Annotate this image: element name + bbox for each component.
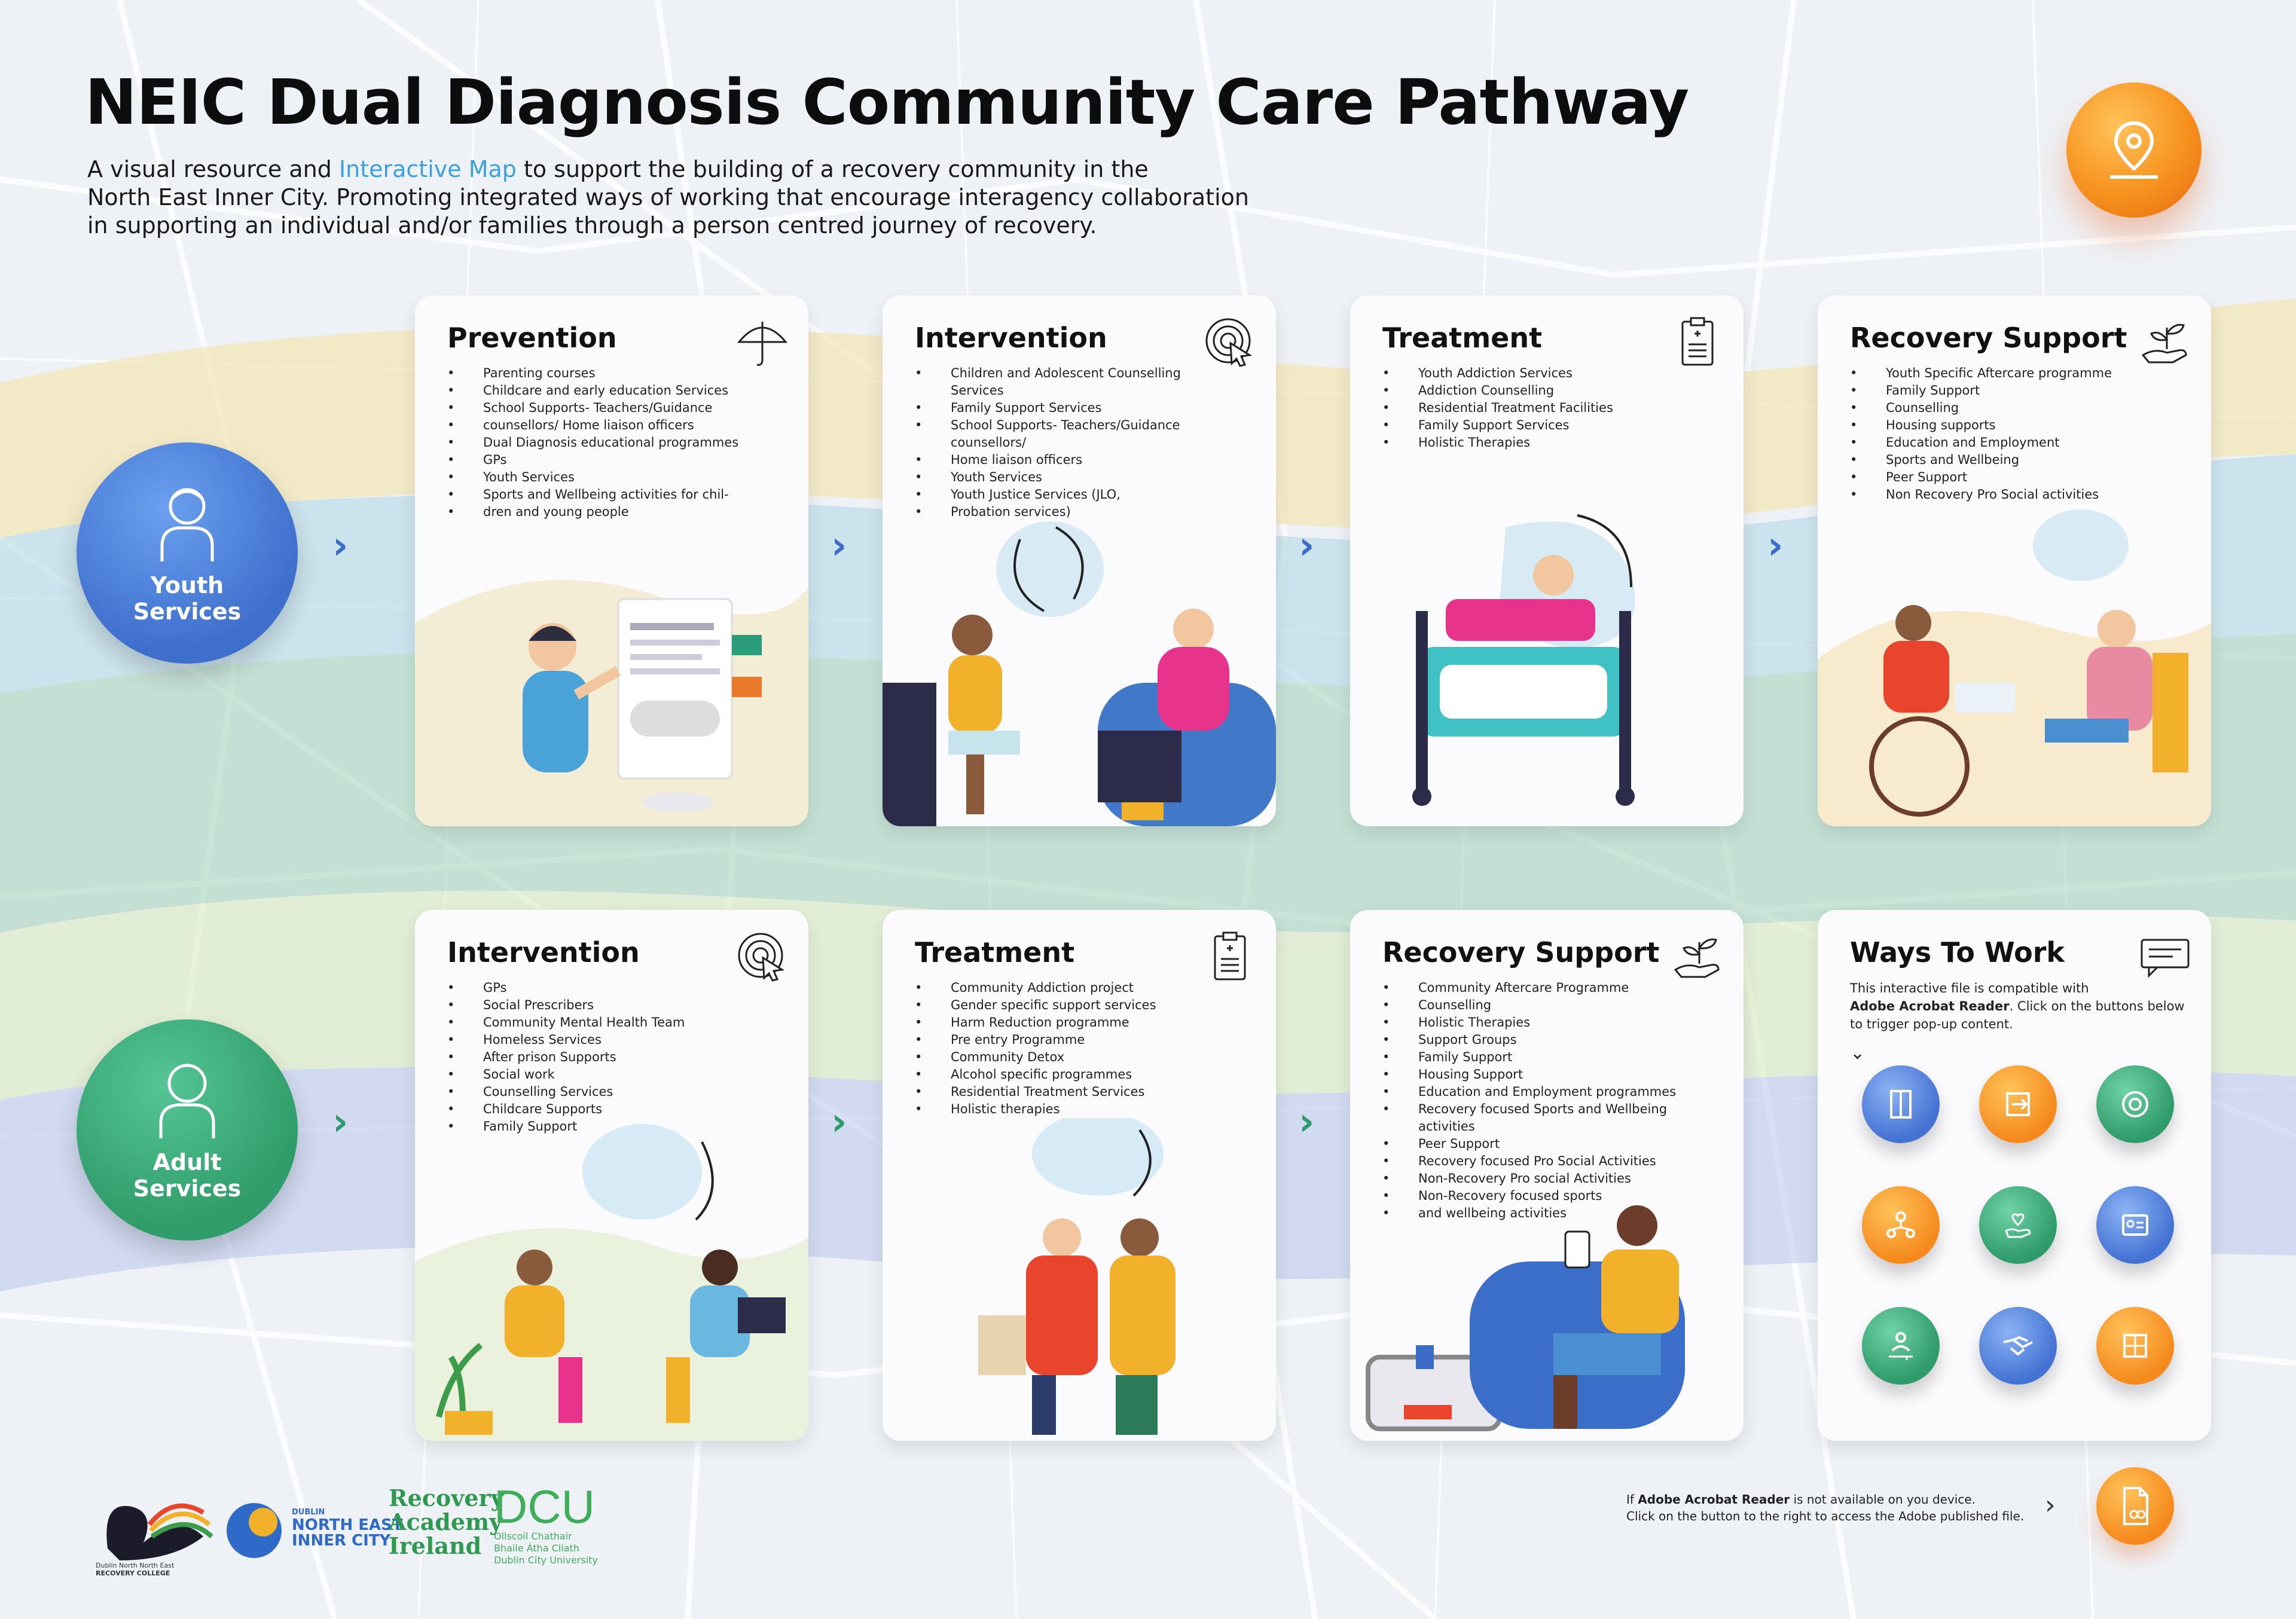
page-title: NEIC Dual Diagnosis Community Care Pathw…	[85, 66, 1689, 139]
interactive-map-link[interactable]: Interactive Map	[338, 156, 517, 182]
illustration-two-friends	[978, 1118, 1176, 1435]
clipboard-icon	[1214, 931, 1246, 980]
card-title: Treatment	[1382, 322, 1543, 354]
chevron-right-icon: ›	[831, 1100, 847, 1144]
network-icon	[1886, 1211, 1915, 1238]
ways-button-id-card[interactable]	[2096, 1186, 2174, 1264]
door-icon	[1890, 1090, 1912, 1119]
logo-recovery-college-caption: Dublin North North East RECOVERY COLLEGE	[96, 1562, 175, 1577]
puzzle-icon	[2123, 1334, 2147, 1358]
card-youth-intervention[interactable]: Intervention Children and Adolescent Cou…	[883, 295, 1276, 826]
card-youth-prevention[interactable]: Prevention Parenting courses Childcare a…	[415, 295, 808, 826]
subtitle-line-2: North East Inner City. Promoting integra…	[87, 184, 1249, 210]
card-ways-to-work[interactable]: Ways To Work This interactive file is co…	[1818, 910, 2211, 1441]
ways-button-person-key[interactable]	[1862, 1307, 1940, 1385]
subtitle-line-3: in supporting an individual and/or famil…	[87, 212, 1097, 239]
target-icon	[738, 933, 785, 982]
card-youth-recovery-support[interactable]: Recovery Support Youth Specific Aftercar…	[1818, 295, 2211, 826]
illustration-presenter	[415, 580, 808, 826]
open-pdf-button[interactable]	[2096, 1467, 2174, 1545]
chevron-right-icon: ›	[831, 524, 847, 568]
person-key-icon	[1889, 1332, 1913, 1360]
chevron-right-icon: ›	[1299, 1100, 1315, 1144]
card-adult-treatment[interactable]: Treatment Community Addiction project Ge…	[883, 910, 1276, 1441]
plant-hand-icon	[2141, 323, 2187, 363]
chevron-right-icon: ›	[2045, 1490, 2056, 1520]
chevron-down-icon: ⌄	[1850, 1043, 1866, 1064]
chevron-right-icon: ›	[1299, 524, 1315, 568]
card-youth-treatment[interactable]: Treatment Youth Addiction Services Addic…	[1350, 295, 1744, 826]
card-title: Intervention	[447, 936, 640, 969]
card-title: Recovery Support	[1382, 936, 1660, 969]
heart-hand-icon	[2005, 1213, 2031, 1238]
card-title: Ways To Work	[1850, 936, 2065, 969]
subtitle-text: A visual resource and	[87, 156, 339, 182]
card-title: Prevention	[447, 322, 617, 354]
illustration-wheelchair-meeting	[1818, 509, 2211, 826]
lifebuoy-icon	[2122, 1091, 2148, 1117]
map-pin-icon	[2110, 121, 2158, 179]
acrobat-note: If Adobe Acrobat Reader is not available…	[1626, 1492, 2025, 1523]
swan-logo	[106, 1505, 203, 1560]
service-list: Community Addiction project Gender speci…	[915, 979, 1226, 1118]
interactive-map-button[interactable]	[2066, 83, 2202, 218]
youth-services-label: Youth Services	[133, 572, 242, 625]
target-icon	[1205, 318, 1253, 367]
id-card-icon	[2122, 1214, 2148, 1236]
chevron-right-icon: ›	[332, 524, 349, 568]
logo-dcu: DCU Ollscoil Chathair Bhaile Átha Cliath…	[494, 1480, 598, 1566]
ways-button-heart-hand[interactable]	[1979, 1186, 2057, 1264]
service-list: Youth Addiction Services Addiction Couns…	[1382, 365, 1693, 451]
card-title: Recovery Support	[1850, 322, 2127, 354]
adult-services-label: Adult Services	[133, 1149, 242, 1202]
ways-button-handshake[interactable]	[1979, 1307, 2057, 1385]
clipboard-icon	[1681, 317, 1714, 366]
subtitle-text: to support the building of a recovery co…	[516, 156, 1149, 182]
partner-logos	[106, 1503, 282, 1560]
card-title: Treatment	[915, 936, 1075, 969]
service-list: GPs Social Prescribers Community Mental …	[447, 979, 758, 1135]
adult-services-button[interactable]: Adult Services	[77, 1019, 298, 1241]
service-list: Children and Adolescent Counselling Serv…	[915, 365, 1226, 521]
pdf-file-icon	[2123, 1487, 2148, 1525]
illustration-hospital-bed	[1412, 514, 1635, 806]
exit-icon	[2006, 1092, 2030, 1116]
ways-description: This interactive file is compatible with…	[1850, 981, 2185, 1031]
youth-person-icon	[160, 488, 214, 561]
card-title: Intervention	[915, 322, 1107, 354]
chevron-right-icon: ›	[1767, 524, 1784, 568]
service-list: Youth Specific Aftercare programme Famil…	[1850, 365, 2161, 503]
ways-button-exit[interactable]	[1979, 1065, 2057, 1143]
umbrella-icon	[737, 322, 788, 366]
page-subtitle: A visual resource and Interactive Map to…	[87, 155, 1373, 240]
illustration-armchair-relax	[1366, 1205, 1685, 1431]
ways-button-lifebuoy[interactable]	[2096, 1065, 2174, 1143]
plant-hand-icon	[1674, 938, 1720, 978]
adult-person-icon	[159, 1064, 215, 1138]
chevron-right-icon: ›	[332, 1100, 349, 1144]
card-adult-intervention[interactable]: Intervention GPs Social Prescribers Comm…	[415, 910, 808, 1441]
card-adult-recovery-support[interactable]: Recovery Support Community Aftercare Pro…	[1350, 910, 1744, 1441]
chat-icon	[2141, 939, 2190, 978]
logo-recovery-academy-ireland: Recovery Academy Ireland	[389, 1484, 504, 1559]
ways-button-network[interactable]	[1862, 1186, 1940, 1264]
service-list: Parenting courses Childcare and early ed…	[447, 365, 758, 521]
illustration-conversation	[883, 521, 1276, 826]
youth-services-button[interactable]: Youth Services	[77, 442, 298, 664]
illustration-counselling	[415, 1124, 808, 1441]
service-list: Community Aftercare Programme Counsellin…	[1382, 979, 1693, 1222]
ways-button-door[interactable]	[1862, 1065, 1940, 1143]
ways-button-puzzle[interactable]	[2096, 1307, 2174, 1385]
handshake-icon	[2003, 1336, 2033, 1356]
logo-north-east-inner-city: DUBLIN NORTH EAST INNER CITY	[292, 1508, 403, 1550]
